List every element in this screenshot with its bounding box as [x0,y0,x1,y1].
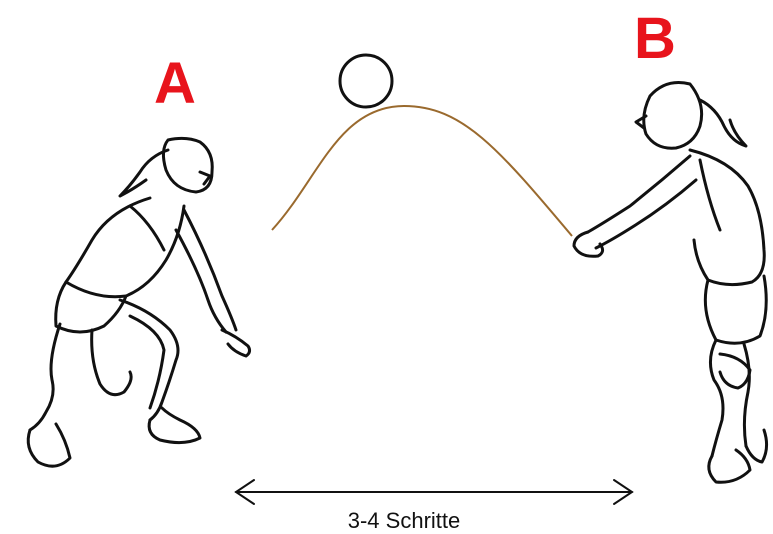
player-a-label: A [154,51,196,116]
player-a-figure [26,136,252,468]
ball-trajectory [271,104,573,237]
distance-arrow [234,479,634,505]
player-b-figure [572,81,769,484]
ball [338,53,394,109]
distance-label: 3-4 Schritte [347,508,461,533]
player-b-label: B [634,6,676,71]
